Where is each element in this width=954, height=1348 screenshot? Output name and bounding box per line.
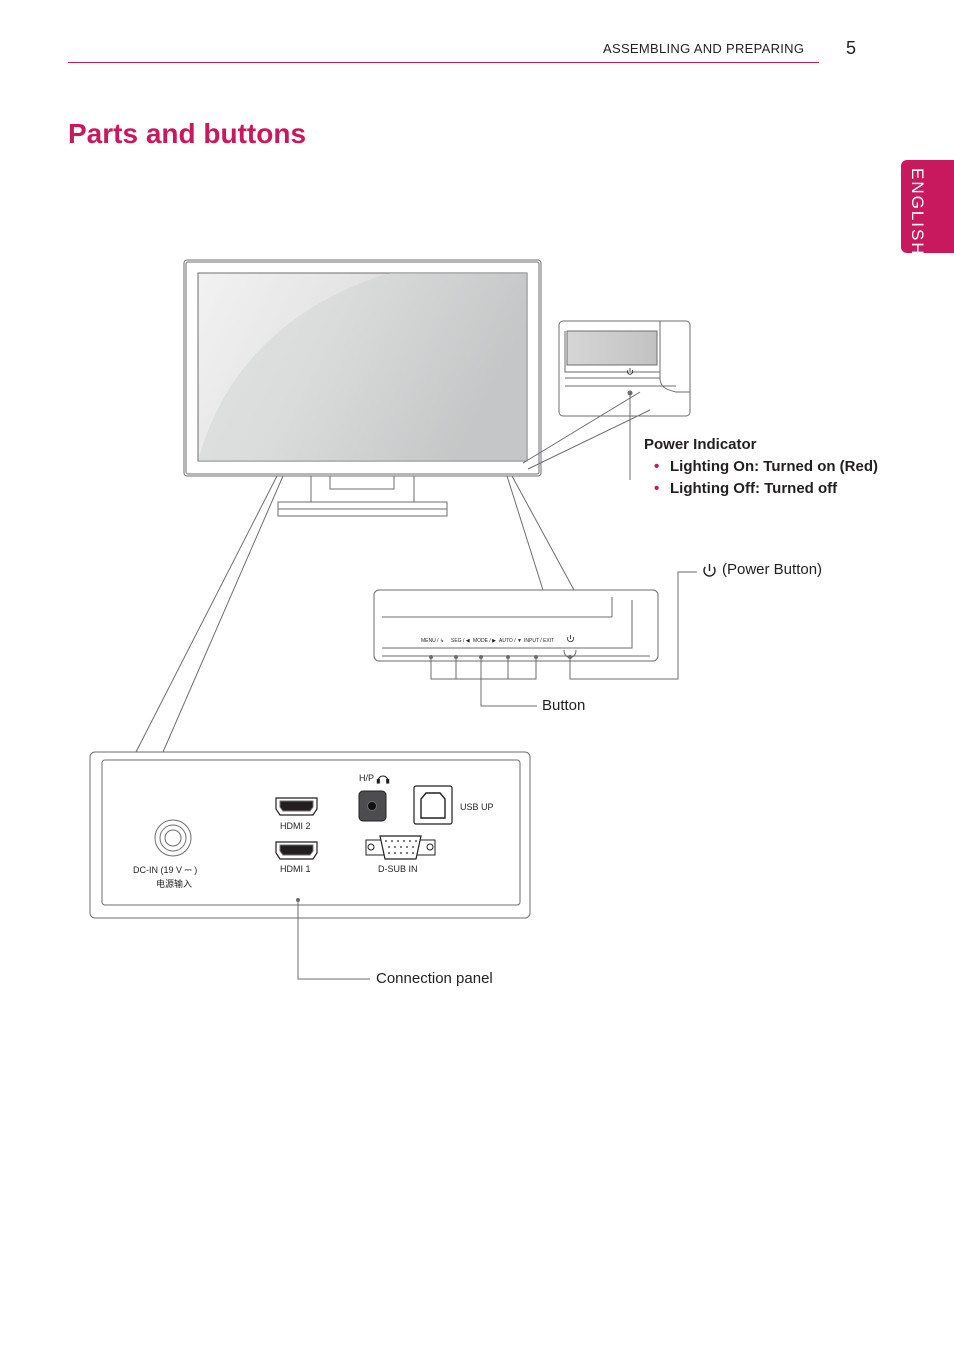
button-strip-zoom: [373, 475, 659, 662]
dcin-port-label: DC-IN (19 V ⎓ ): [133, 865, 198, 875]
section-title: ASSEMBLING AND PREPARING: [603, 41, 805, 56]
headphone-icon: [376, 775, 390, 784]
hp-port-label: H/P: [359, 773, 375, 783]
language-tab: ENGLISH: [901, 160, 954, 257]
button-mode-label: MODE / ▶: [473, 638, 497, 644]
power-indicator-heading: Power Indicator: [644, 436, 757, 453]
header-rule: [68, 62, 819, 63]
power-indicator-zoom: [522, 320, 691, 480]
button-seg-label: SEG / ◀: [451, 638, 470, 644]
button-auto-label: AUTO / ▼: [499, 638, 522, 644]
power-icon: [567, 368, 633, 642]
page-title: Parts and buttons: [68, 118, 307, 149]
power-button-icon: [703, 564, 716, 577]
power-indicator-item: •Lighting Off: Turned off: [654, 480, 838, 497]
bullet-icon: •: [654, 458, 660, 475]
power-button-label: (Power Button): [722, 561, 823, 578]
bullet-icon: •: [654, 480, 660, 497]
language-tab-label: ENGLISH: [908, 168, 927, 257]
button-menu-label: MENU / ↳: [421, 638, 445, 644]
dcin-port-label-cn: 电源输入: [156, 879, 193, 889]
connection-panel: [89, 475, 531, 980]
button-input-label: INPUT / EXIT: [524, 638, 555, 644]
power-indicator-item: •Lighting On: Turned on (Red): [654, 458, 879, 475]
dsub-port-label: D-SUB IN: [378, 864, 418, 874]
usb-port-label: USB UP: [460, 802, 494, 812]
hdmi1-port-label: HDMI 1: [280, 864, 311, 874]
hdmi2-port-label: HDMI 2: [280, 821, 311, 831]
page-number: 5: [846, 38, 857, 58]
connection-panel-label: Connection panel: [376, 970, 493, 987]
monitor-front: [183, 259, 542, 517]
button-label: Button: [542, 697, 586, 714]
callout-lines: [429, 571, 697, 707]
